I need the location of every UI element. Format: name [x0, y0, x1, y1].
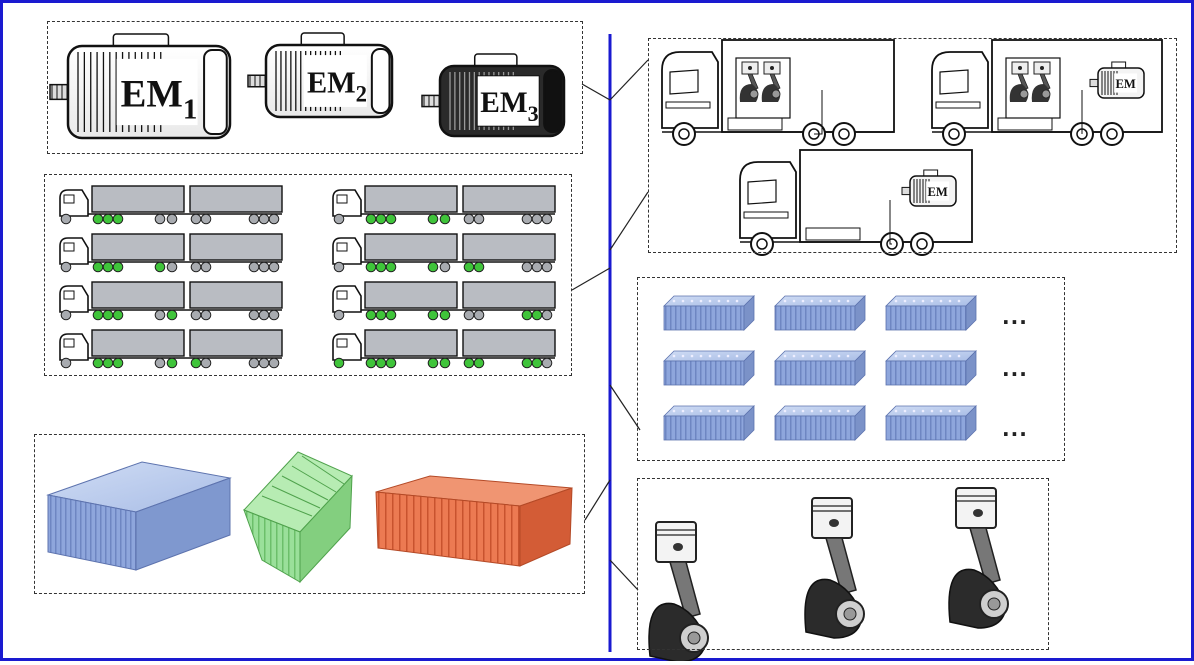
road-train-r3-c1 — [59, 281, 283, 321]
battery-packs — [46, 451, 573, 584]
ellipsis-row-3: ... — [1002, 417, 1028, 441]
road-train-r1-c1 — [59, 185, 283, 225]
battery-pack-orange — [375, 475, 573, 567]
hybrid-truck-motor-label: EM — [1115, 77, 1135, 91]
battery-module-grid — [663, 295, 977, 441]
motor-em3: EM3 — [421, 53, 566, 138]
pistons — [648, 487, 1009, 663]
battery-module-r2-c1 — [663, 350, 755, 386]
ellipsis-row-1: ... — [1002, 305, 1028, 329]
ice-truck — [661, 39, 895, 146]
hybrid-truck: EM — [931, 39, 1163, 146]
ellipsis-row-2: ... — [1002, 357, 1028, 381]
battery-pack-frame — [34, 434, 585, 594]
road-train-r1-c2 — [332, 185, 556, 225]
battery-module-r2-c2 — [774, 350, 866, 386]
hybrid-truck-motor: EM — [1089, 61, 1145, 99]
battery-grid-frame — [637, 277, 1065, 461]
electric-truck: EM — [739, 149, 973, 256]
electric-truck-motor: EM — [901, 169, 957, 207]
motor-em2: EM2 — [247, 32, 394, 119]
battery-module-r1-c1 — [663, 295, 755, 331]
bev-frame — [648, 38, 1177, 253]
piston-frame — [637, 478, 1049, 650]
road-train-r4-c2 — [332, 329, 556, 369]
road-train-r2-c1 — [59, 233, 283, 273]
piston-3 — [948, 487, 1009, 629]
bev-trucks: EM EM — [661, 39, 1163, 256]
fleet-frame — [44, 174, 572, 376]
battery-module-r3-c3 — [885, 405, 977, 441]
electric-truck-motor-label: EM — [927, 185, 947, 199]
battery-module-r2-c3 — [885, 350, 977, 386]
battery-pack-blue — [46, 461, 232, 571]
road-train-r3-c2 — [332, 281, 556, 321]
battery-module-r3-c1 — [663, 405, 755, 441]
road-train-r4-c1 — [59, 329, 283, 369]
battery-pack-green — [243, 451, 353, 584]
battery-module-r1-c3 — [885, 295, 977, 331]
battery-module-r1-c2 — [774, 295, 866, 331]
road-train-r2-c2 — [332, 233, 556, 273]
truck-fleet — [59, 185, 556, 369]
piston-2 — [804, 497, 865, 639]
battery-module-r3-c2 — [774, 405, 866, 441]
connector-lines — [571, 59, 649, 591]
motor-em1: EM1 — [49, 33, 232, 140]
piston-1 — [648, 521, 709, 663]
motor-frame — [47, 21, 583, 154]
